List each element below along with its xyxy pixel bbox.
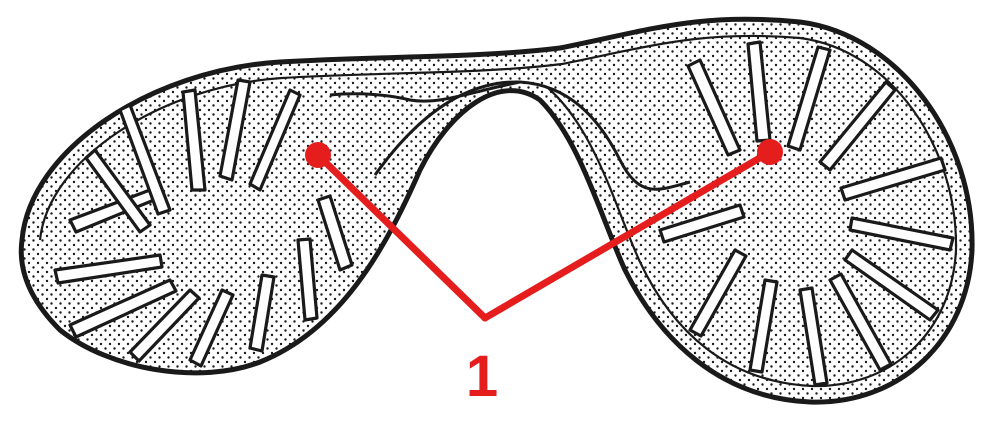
pointer-dot-left [305,142,331,168]
callout-label: 1 [466,344,498,409]
pointer-dot-right [757,139,783,165]
